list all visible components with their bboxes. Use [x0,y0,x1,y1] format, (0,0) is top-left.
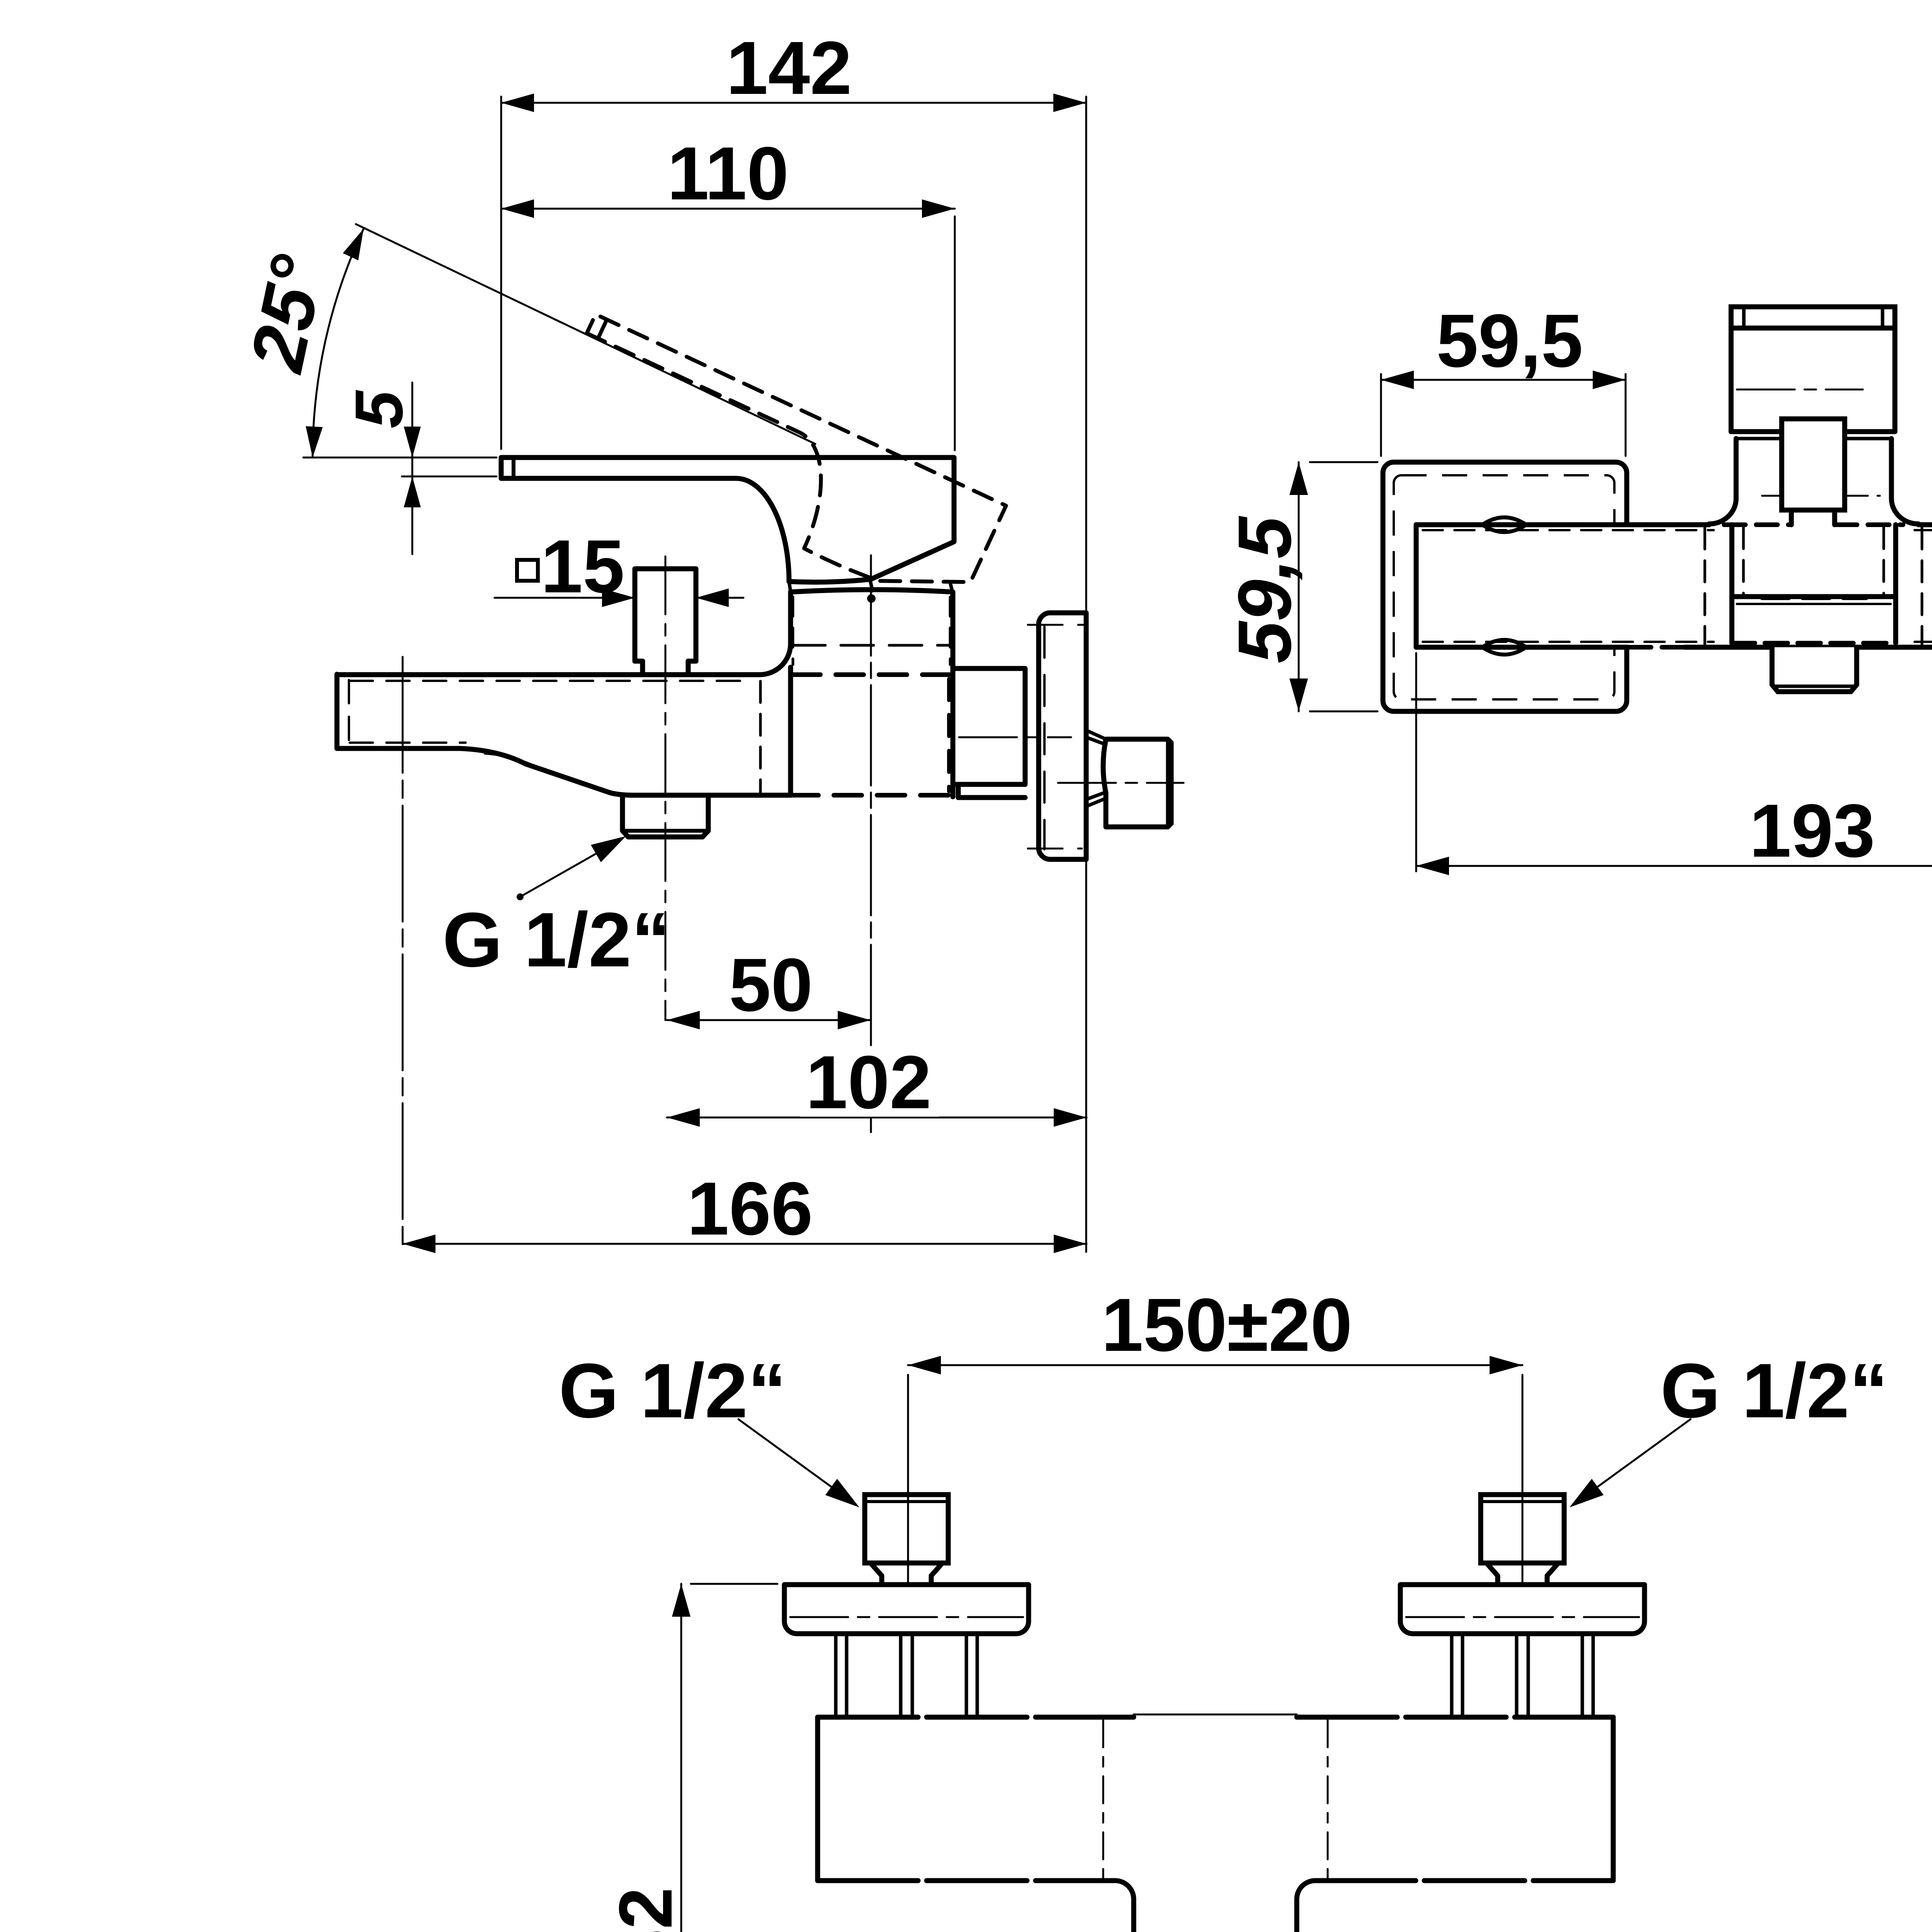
svg-text:59,5: 59,5 [1223,516,1307,663]
svg-text:G 1/2“: G 1/2“ [559,1348,786,1434]
svg-text:5: 5 [342,390,417,429]
svg-text:102: 102 [806,1040,931,1124]
svg-text:59,5: 59,5 [1436,299,1583,383]
svg-text:150±20: 150±20 [1101,1283,1352,1367]
svg-text:166: 166 [687,1167,813,1251]
svg-text:15: 15 [541,524,625,609]
svg-text:G 1/2“: G 1/2“ [1660,1348,1888,1434]
svg-text:182: 182 [604,1887,688,1932]
svg-text:110: 110 [667,131,789,216]
svg-text:50: 50 [729,943,813,1027]
svg-text:G 1/2“: G 1/2“ [442,897,670,983]
svg-text:193: 193 [1749,789,1875,873]
svg-text:142: 142 [726,26,852,110]
